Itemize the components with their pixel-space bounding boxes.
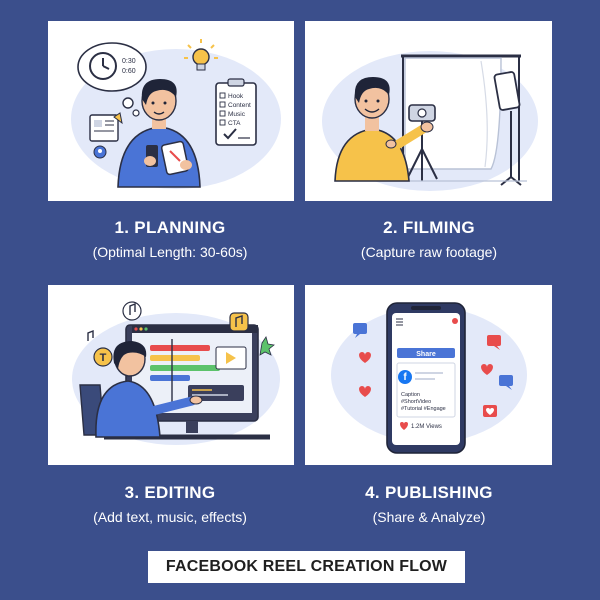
music-note-icon: [122, 301, 142, 321]
views-count: 1.2M Views: [411, 424, 442, 430]
checklist-item-music: Music: [228, 111, 246, 118]
chat-icon-left: [353, 323, 367, 338]
footer-title: FACEBOOK REEL CREATION FLOW: [165, 558, 448, 575]
step-2-title: 2. FILMING: [383, 218, 475, 237]
facebook-logo-icon: f: [403, 372, 407, 383]
tripod-camera: [406, 104, 438, 181]
person-editing: [95, 341, 203, 438]
chat-icon-blue: [499, 375, 513, 390]
smartphone: [386, 302, 466, 454]
heart-icon: [359, 386, 371, 397]
caption-line-3: #Tutorial #Engage: [401, 406, 446, 412]
step-4-subtitle: (Share & Analyze): [372, 509, 486, 525]
filming-panel: [305, 21, 552, 201]
step-1-subtitle: (Optimal Length: 30-60s): [92, 244, 248, 260]
effects-icon: [259, 336, 275, 356]
checklist-item-content: Content: [228, 102, 251, 109]
document-icon: [89, 112, 123, 142]
heart-icon: [481, 364, 493, 375]
checklist-item-hook: Hook: [228, 93, 244, 100]
clock-icon: [89, 52, 117, 80]
backdrop-stand: [401, 54, 521, 181]
editing-illustration: T: [72, 301, 280, 445]
publishing-illustration: Share f Caption #ShortVideo #Tutorial #E…: [331, 302, 527, 454]
heart-badge-icon: [483, 405, 497, 417]
person-planning: [117, 79, 201, 188]
editing-monitor: [125, 324, 259, 433]
music-app-icon: [229, 312, 249, 332]
text-tool-glyph: T: [100, 352, 107, 364]
text-tool-icon: T: [93, 347, 113, 367]
step-3-title: 3. EDITING: [124, 483, 216, 502]
planning-illustration: 0:30 0:60 Hook Content Music CTA: [71, 39, 281, 189]
caption-line-2: #ShortVideo: [401, 399, 431, 405]
step-2-subtitle: (Capture raw footage): [360, 244, 498, 260]
clock-time-2: 0:60: [122, 68, 136, 75]
share-button[interactable]: Share: [416, 351, 436, 358]
footer-banner: FACEBOOK REEL CREATION FLOW: [148, 551, 465, 583]
caption-line-1: Caption: [401, 392, 420, 398]
checklist-clipboard: [215, 78, 257, 146]
lightbulb-icon: [184, 39, 218, 71]
checklist-item-cta: CTA: [228, 120, 241, 127]
small-note-icon: [87, 329, 94, 341]
chat-icon-right: [487, 335, 501, 350]
planning-panel: 0:30 0:60 Hook Content Music CTA: [48, 21, 294, 201]
notification-dot: [452, 318, 458, 324]
filming-illustration: [322, 51, 538, 191]
publishing-panel: Share f Caption #ShortVideo #Tutorial #E…: [305, 285, 552, 465]
heart-icon: [359, 352, 371, 363]
person-filming: [334, 77, 434, 182]
step-3-subtitle: (Add text, music, effects): [93, 509, 247, 525]
step-4-title: 4. PUBLISHING: [365, 483, 493, 502]
location-pin-icon: [93, 145, 107, 159]
step-1-title: 1. PLANNING: [114, 218, 226, 237]
editing-panel: T: [48, 285, 294, 465]
clock-time-1: 0:30: [122, 58, 136, 65]
